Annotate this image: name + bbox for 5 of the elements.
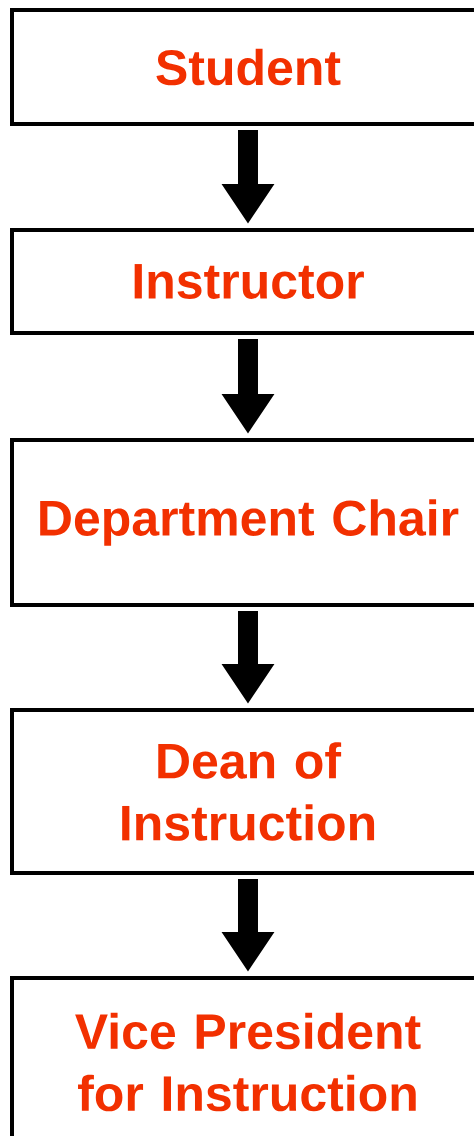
process-box: Department Chair: [10, 438, 474, 607]
process-box: Instructor: [10, 228, 474, 335]
process-box: Dean of Instruction: [10, 708, 474, 875]
process-box: Vice President for Instruction: [10, 976, 474, 1136]
process-box: Student: [10, 8, 474, 126]
